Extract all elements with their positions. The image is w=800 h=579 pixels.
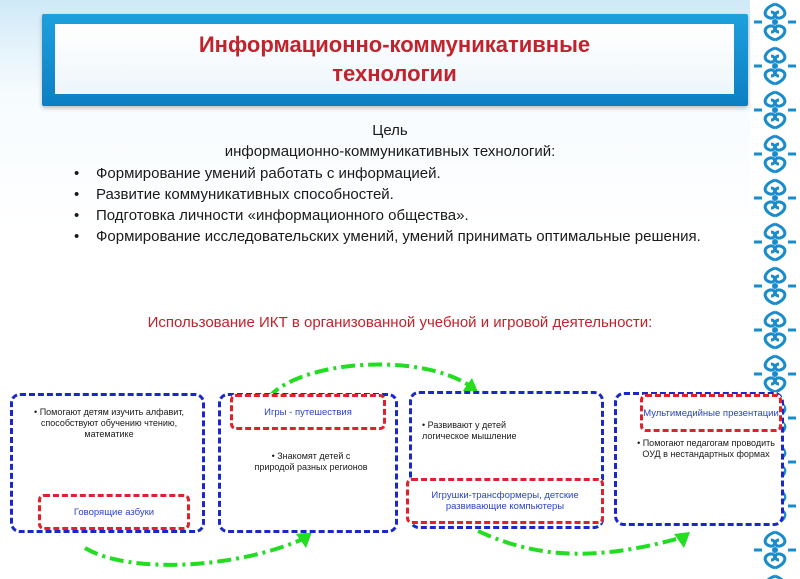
goal-item: Подготовка личности «информационного общ… [70, 205, 710, 226]
goal-heading: Цель информационно-коммуникативных техно… [70, 120, 710, 162]
arrowhead-bottom-2 [674, 532, 690, 548]
goal-heading-line2: информационно-коммуникативных технологий… [224, 143, 556, 160]
card-description: • Знакомят детей с природой разных регио… [254, 451, 368, 472]
arrowhead-bottom-1 [296, 532, 312, 548]
page-title: Информационно-коммуникативные технологии [198, 32, 591, 86]
usage-heading: Использование ИКТ в организованной учебн… [147, 314, 653, 331]
goal-item: Формирование исследовательских умений, у… [70, 226, 710, 247]
card-description: • Помогают педагогам проводить ОУД в нес… [637, 438, 775, 459]
title-banner: Информационно-коммуникативные технологии [42, 14, 748, 106]
card-label: Игрушки-трансформеры, детские развивающи… [406, 478, 604, 524]
card-label: Мультимедийные презентации [640, 394, 782, 432]
arrow-bottom-2 [477, 529, 681, 556]
card-label: Игры - путешествия [230, 394, 386, 430]
goal-heading-line1: Цель [372, 122, 408, 139]
arrow-bottom-1 [83, 536, 306, 567]
goal-list: Формирование умений работать с информаци… [70, 163, 710, 247]
card-description: • Помогают детям изучить алфавит, способ… [34, 407, 184, 439]
goal-item: Формирование умений работать с информаци… [70, 163, 710, 184]
card-label: Говорящие азбуки [38, 494, 190, 530]
title-panel: Информационно-коммуникативные технологии [55, 24, 734, 94]
goal-item: Развитие коммуникативных способностей. [70, 184, 710, 205]
arrowhead-top-1 [462, 378, 478, 392]
card-description: • Развивают у детей логическое мышление [422, 420, 517, 441]
